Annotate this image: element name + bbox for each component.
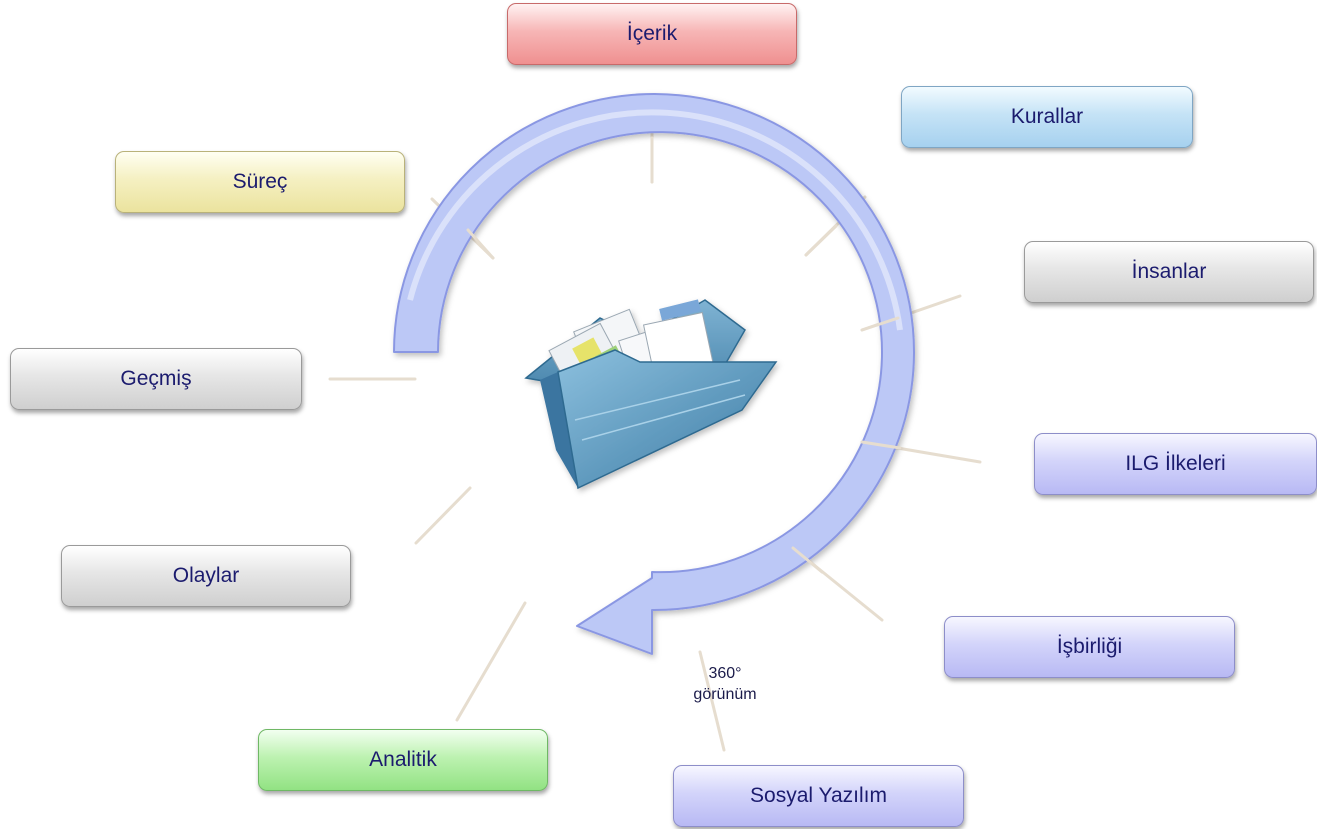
folder-with-documents-icon <box>524 299 778 490</box>
node-olaylar: Olaylar <box>61 545 351 607</box>
node-olaylar-label: Olaylar <box>172 564 240 587</box>
node-sosyal-yazilim: Sosyal Yazılım <box>673 765 964 827</box>
node-ilg-ilkeleri-label: ILG İlkeleri <box>1125 452 1226 475</box>
node-icerik-label: İçerik <box>626 22 678 45</box>
center-caption: 360° görünüm <box>670 663 780 705</box>
circular-arrow-icon <box>393 93 915 655</box>
node-icerik: İçerik <box>507 3 797 65</box>
node-surec: Süreç <box>115 151 405 213</box>
node-kurallar: Kurallar <box>901 86 1193 148</box>
node-insanlar-label: İnsanlar <box>1131 260 1207 283</box>
center-caption-line1: 360° <box>708 665 742 682</box>
connector-olaylar <box>414 486 472 545</box>
node-gecmis: Geçmiş <box>10 348 302 410</box>
node-insanlar: İnsanlar <box>1024 241 1314 303</box>
center-caption-line2: görünüm <box>693 686 757 703</box>
node-surec-label: Süreç <box>232 170 288 193</box>
node-isbirligi-label: İşbirliği <box>1056 635 1123 658</box>
ring-ticks <box>466 136 902 574</box>
node-kurallar-label: Kurallar <box>1010 105 1084 128</box>
node-analitik-label: Analitik <box>369 748 437 771</box>
connector-analitik <box>455 601 527 722</box>
node-ilg-ilkeleri: ILG İlkeleri <box>1034 433 1317 495</box>
node-analitik: Analitik <box>258 729 548 791</box>
node-sosyal-yazilim-label: Sosyal Yazılım <box>750 784 887 807</box>
node-gecmis-label: Geçmiş <box>120 367 192 390</box>
connector-sosyal <box>698 650 726 752</box>
node-isbirligi: İşbirliği <box>944 616 1235 678</box>
